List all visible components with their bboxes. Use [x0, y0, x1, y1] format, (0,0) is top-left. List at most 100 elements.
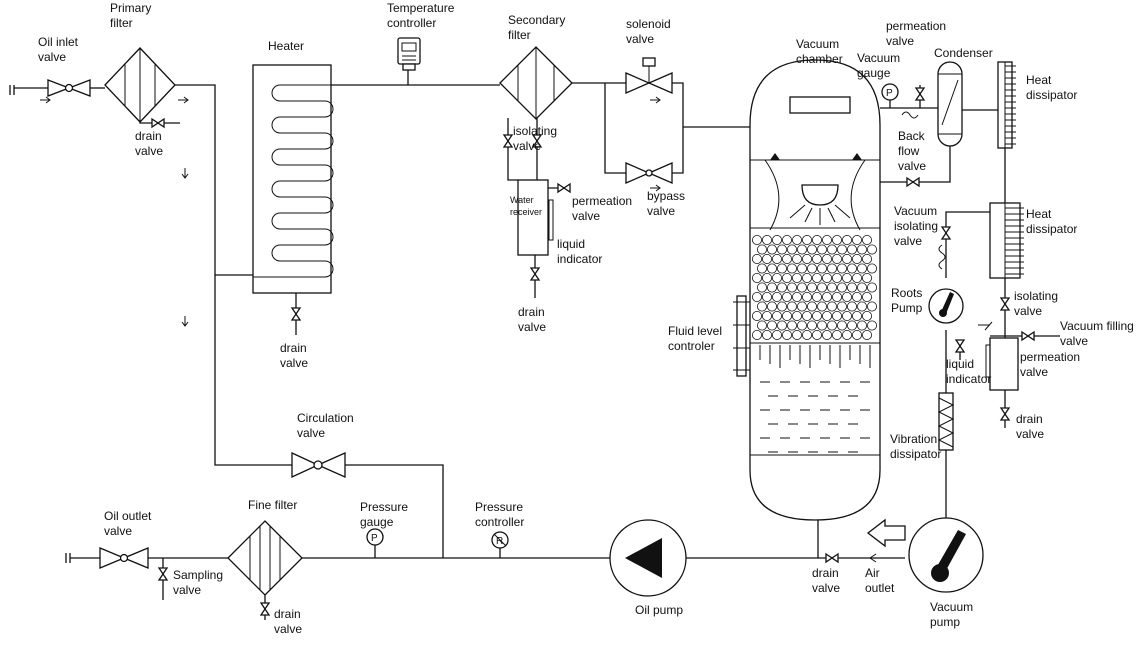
- packing-ring: [772, 272, 783, 283]
- packing-ring: [867, 320, 878, 331]
- vacuum-chamber: [749, 59, 881, 521]
- packing-ring: [852, 234, 863, 245]
- labels: Oil inletvalvePrimaryfilterdrainvalveHea…: [38, 1, 1134, 636]
- packing-ring: [852, 310, 863, 321]
- vacuum-isolating-valve: [940, 226, 952, 240]
- sampling-valve: [157, 567, 169, 581]
- packing-ring: [852, 253, 863, 264]
- label-drain-valve-primary: drain: [135, 129, 162, 143]
- packing-ring: [782, 253, 793, 264]
- packing-ring: [777, 301, 788, 312]
- packing-ring: [802, 272, 813, 283]
- packing-ring: [847, 320, 858, 331]
- label-solenoid-valve: solenoid: [626, 17, 671, 31]
- label-drain-valve-heater-line2: valve: [280, 356, 308, 370]
- pressure-controller-letter: R: [496, 536, 503, 547]
- packing-ring: [767, 263, 778, 274]
- packing-ring: [817, 301, 828, 312]
- packing-ring: [787, 263, 798, 274]
- packing-ring: [842, 329, 853, 340]
- packing-ring: [772, 310, 783, 321]
- roots-pump: [928, 288, 964, 324]
- label-fluid-level-controler: Fluid level: [668, 324, 722, 338]
- label-sampling-valve-line2: valve: [173, 583, 201, 597]
- packing-ring: [822, 291, 833, 302]
- packing-ring: [787, 320, 798, 331]
- packing-ring: [792, 272, 803, 283]
- packing-ring: [762, 310, 773, 321]
- packing-ring: [867, 282, 878, 293]
- label-oil-inlet-valve-line2: valve: [38, 50, 66, 64]
- packing-ring: [762, 234, 773, 245]
- label-vacuum-isolating-valve-line3: valve: [894, 234, 922, 248]
- packing-ring: [792, 310, 803, 321]
- condenser: [937, 61, 963, 147]
- right-permeation-block: [978, 321, 1035, 391]
- packing-ring: [817, 244, 828, 255]
- packing-ring: [822, 272, 833, 283]
- label-back-flow-valve: Back: [898, 129, 926, 143]
- packing-ring: [827, 282, 838, 293]
- fluid-level-controller: [733, 295, 750, 377]
- label-bypass-valve-line2: valve: [647, 204, 675, 218]
- packing-ring: [767, 301, 778, 312]
- label-air-outlet-line2: outlet: [865, 581, 895, 595]
- vibration-dissipator: [937, 392, 955, 451]
- packing-ring: [752, 234, 763, 245]
- packing-ring: [837, 244, 848, 255]
- secondary-filter: [499, 46, 573, 120]
- packing-ring: [767, 244, 778, 255]
- packing-ring: [782, 329, 793, 340]
- label-back-flow-valve-line2: flow: [898, 144, 920, 158]
- packing-ring: [807, 282, 818, 293]
- bottom-drain-valve: [825, 552, 839, 564]
- packing-ring: [867, 244, 878, 255]
- temperature-controller: [397, 37, 421, 71]
- packing-ring: [842, 291, 853, 302]
- label-drain-valve-right: drain: [1016, 412, 1043, 426]
- packing-ring: [797, 263, 808, 274]
- packing-ring: [757, 320, 768, 331]
- vacuum-gauge-letter: P: [886, 88, 893, 99]
- air-direction-arrow: [866, 518, 906, 548]
- label-isolating-valve-secondary: isolating: [513, 124, 557, 138]
- label-oil-outlet-valve-line2: valve: [104, 524, 132, 538]
- packing-ring: [807, 320, 818, 331]
- label-circulation-valve: Circulation: [297, 411, 354, 425]
- label-vacuum-filling-valve-line2: valve: [1060, 334, 1088, 348]
- packing-ring: [777, 320, 788, 331]
- label-isolating-valve-secondary-line2: valve: [513, 139, 541, 153]
- isolating-valve-right: [999, 297, 1011, 311]
- label-vacuum-chamber: Vacuum: [796, 37, 839, 51]
- label-isolating-valve-right-line2: valve: [1014, 304, 1042, 318]
- packing-ring: [862, 234, 873, 245]
- packing-ring: [817, 282, 828, 293]
- packing-ring: [787, 244, 798, 255]
- packing-ring: [832, 234, 843, 245]
- packing-ring: [832, 329, 843, 340]
- pipe-circulation-return: [345, 464, 444, 558]
- packing-ring: [857, 263, 868, 274]
- packing-ring: [797, 282, 808, 293]
- label-liquid-indicator-receiver-line2: indicator: [557, 252, 602, 266]
- oil-inlet-valve: [47, 79, 91, 97]
- heater-drain-valve: [290, 307, 302, 321]
- packing-ring: [812, 253, 823, 264]
- packing-ring: [797, 244, 808, 255]
- vent-wave-mid: [938, 244, 946, 270]
- packing-ring: [827, 301, 838, 312]
- primary-filter: [104, 47, 176, 123]
- packing-ring: [852, 272, 863, 283]
- label-heat-dissipator-mid-line2: dissipator: [1026, 222, 1077, 236]
- right-drain-valve: [999, 407, 1011, 421]
- packing-ring: [842, 253, 853, 264]
- label-vacuum-chamber-line2: chamber: [796, 52, 843, 66]
- packing-ring: [837, 263, 848, 274]
- packing-ring: [807, 244, 818, 255]
- pipe-vacuum-isolating: [945, 211, 990, 278]
- packing-ring: [862, 310, 873, 321]
- packing-ring: [792, 291, 803, 302]
- packing-ring: [802, 329, 813, 340]
- packing-ring: [842, 310, 853, 321]
- pipe-primary-to-heater: [175, 84, 253, 276]
